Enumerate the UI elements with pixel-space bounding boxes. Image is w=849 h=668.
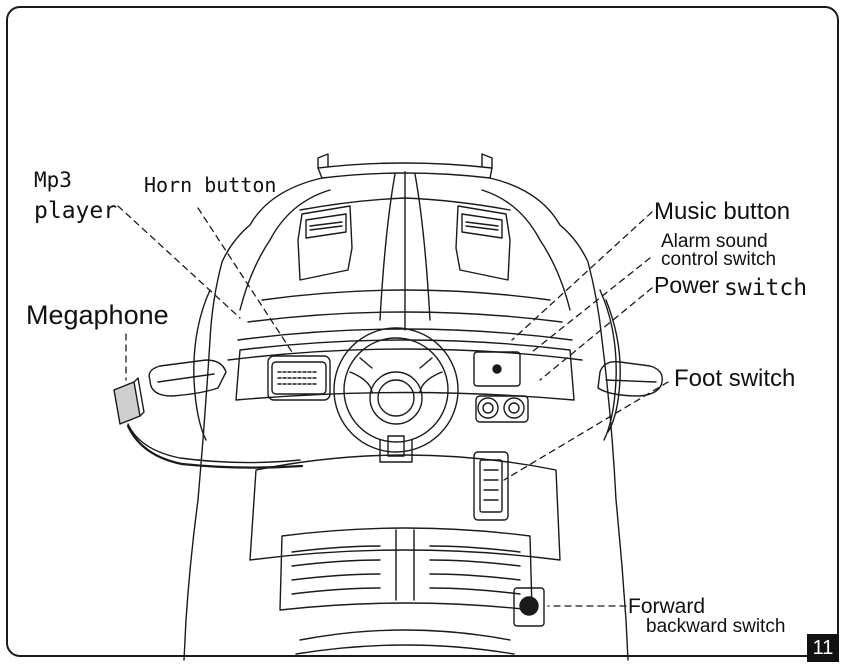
steering-wheel: [333, 327, 459, 463]
hood-vents: [297, 205, 511, 281]
alarm-switch-label-line2: control switch: [661, 249, 777, 270]
gear-switch: [513, 587, 545, 627]
alarm-switch-label-line1: Alarm sound: [661, 231, 768, 252]
forward-label: Forward: [628, 595, 706, 618]
backward-switch-label: backward switch: [646, 616, 786, 637]
car-body: [183, 171, 629, 661]
dashboard: [235, 339, 575, 423]
power-switch-label-word1: Power: [654, 272, 720, 298]
mp3-label-line1: Mp3: [34, 168, 72, 192]
page-number-badge: 11: [807, 634, 839, 662]
side-mirrors: [148, 359, 663, 397]
megaphone-label: Megaphone: [26, 300, 169, 330]
music-button-label: Music button: [654, 198, 791, 225]
foot-switch-label: Foot switch: [674, 365, 796, 392]
leader-lines: [117, 205, 669, 607]
floorboard: [279, 527, 533, 655]
page-frame: [6, 6, 839, 657]
seat-area: [249, 451, 561, 561]
megaphone-device: [113, 377, 304, 469]
power-switch-label-word2: switch: [724, 275, 808, 301]
horn-button-label: Horn button: [144, 173, 277, 197]
mp3-label-line2: player: [34, 198, 118, 224]
